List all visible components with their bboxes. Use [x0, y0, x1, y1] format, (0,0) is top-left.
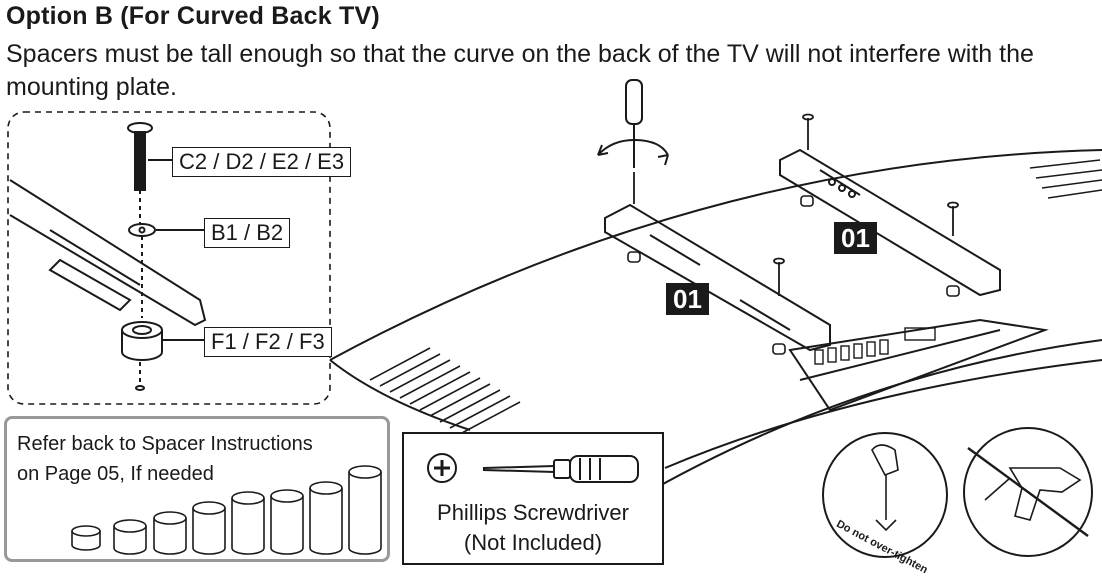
- detail-callout-box: [7, 111, 331, 405]
- connector-ports: [814, 327, 936, 365]
- tool-name: Phillips Screwdriver: [437, 500, 629, 525]
- spacer-part-label: F1 / F2 / F3: [204, 327, 332, 357]
- plus-circle-icon: [427, 453, 457, 483]
- detail-spacer: [121, 321, 163, 361]
- screw-part-label: C2 / D2 / E2 / E3: [172, 147, 352, 177]
- power-drill-prohibited-icon: [967, 447, 1089, 537]
- screws-top: [633, 113, 959, 296]
- mounting-bracket-right: [779, 148, 1001, 297]
- detail-rail: [9, 179, 207, 327]
- page-title: Option B (For Curved Back TV): [6, 2, 380, 30]
- detail-screw: [127, 122, 153, 225]
- refer-text: Refer back to Spacer Instructions on Pag…: [17, 429, 313, 489]
- tool-note: (Not Included): [463, 530, 603, 555]
- hand-screwdriver-icon: [871, 444, 899, 532]
- mounting-bracket-left: [604, 203, 831, 352]
- spacers-under: [627, 195, 960, 355]
- do-not-overtighten-circle: [822, 432, 948, 558]
- vent-slots-left: [369, 347, 521, 435]
- refer-line-1: Refer back to Spacer Instructions: [17, 433, 313, 455]
- washer-part-label: B1 / B2: [204, 218, 291, 248]
- instruction-text: Spacers must be tall enough so that the …: [6, 40, 1034, 101]
- detail-washer: [128, 223, 156, 237]
- no-power-drill-circle: [963, 427, 1093, 557]
- bracket-right-number: 01: [834, 222, 877, 254]
- vent-slots-right: [1029, 159, 1102, 199]
- tool-box: Phillips Screwdriver (Not Included): [402, 432, 664, 565]
- bracket-left-number: 01: [666, 283, 709, 315]
- refer-line-2: on Page 05, If needed: [17, 463, 214, 485]
- screwdriver-icon: [597, 79, 669, 168]
- spacer-set-icons: [71, 465, 382, 555]
- phillips-screwdriver-icon: [427, 453, 639, 483]
- refer-back-box: Refer back to Spacer Instructions on Pag…: [4, 416, 390, 562]
